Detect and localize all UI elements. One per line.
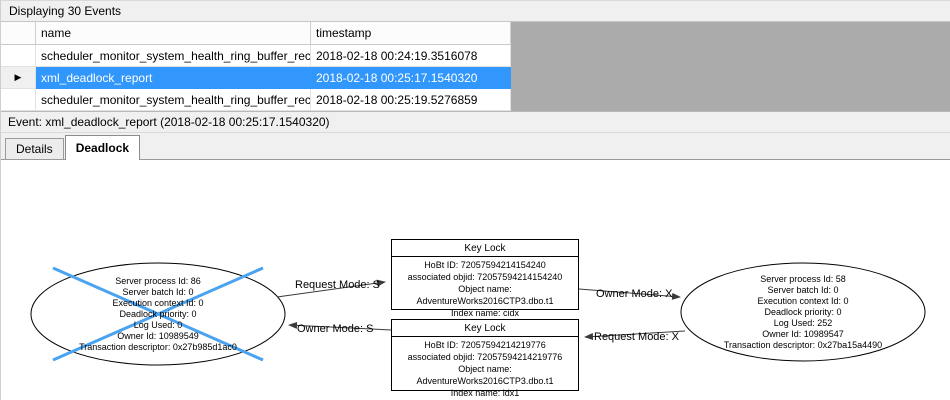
table-row[interactable]: scheduler_monitor_system_health_ring_buf…: [1, 89, 950, 111]
lock-detail-line: associated objid: 72057594214219776: [407, 352, 563, 362]
lock-detail-line: Index name: cidx: [450, 308, 520, 318]
grid-header-row: name timestamp: [1, 22, 950, 45]
process-detail-line: Owner Id: 10989547: [762, 329, 844, 339]
column-header-name[interactable]: name: [36, 22, 311, 45]
process-detail-line: Log Used: 252: [773, 318, 833, 328]
key-lock-details: HoBt ID: 72057594214154240 associated ob…: [392, 257, 578, 319]
victim-process-details: Server process Id: 86 Server batch Id: 0…: [41, 276, 275, 353]
row-selector-cell[interactable]: ▶: [1, 67, 36, 89]
process-detail-line: Execution context Id: 0: [757, 296, 849, 306]
event-detail-tabstrip: Details Deadlock: [1, 133, 950, 160]
edge-label-request-mode-s: Request Mode: S: [295, 279, 380, 291]
victim-cross-icon: [52, 266, 264, 362]
process-detail-line: Owner Id: 10989549: [117, 331, 199, 341]
edge-label-request-mode-x: Request Mode: X: [594, 331, 679, 343]
event-name-cell[interactable]: xml_deadlock_report: [36, 67, 311, 89]
row-selector-header: [1, 22, 36, 45]
table-row-selected[interactable]: ▶ xml_deadlock_report 2018-02-18 00:25:1…: [1, 67, 950, 89]
edge-label-owner-mode-s: Owner Mode: S: [297, 323, 374, 335]
key-lock-title: Key Lock: [392, 320, 578, 337]
event-name-cell[interactable]: scheduler_monitor_system_health_ring_buf…: [36, 45, 311, 67]
tab-deadlock[interactable]: Deadlock: [64, 135, 141, 160]
row-filler: [511, 45, 950, 67]
lock-detail-line: Index name: idx1: [450, 388, 520, 398]
event-timestamp-cell[interactable]: 2018-02-18 00:25:19.5276859: [311, 89, 511, 111]
deadlock-graph-canvas: [30, 262, 926, 366]
row-selector-cell[interactable]: [1, 45, 36, 67]
lock-detail-line: HoBt ID: 72057594214219776: [424, 340, 546, 350]
owner-process-node[interactable]: [680, 262, 926, 362]
selected-event-summary-bar: Event: xml_deadlock_report (2018-02-18 0…: [1, 111, 950, 133]
events-grid: name timestamp scheduler_monitor_system_…: [1, 22, 950, 111]
process-detail-line: Transaction descriptor: 0x27b985d1ac0: [79, 342, 237, 352]
key-lock-title: Key Lock: [392, 240, 578, 257]
tab-details[interactable]: Details: [5, 138, 64, 159]
edge-request-x-arrow: [584, 330, 686, 341]
process-detail-line: Server batch Id: 0: [767, 285, 839, 295]
edge-label-owner-mode-x: Owner Mode: X: [596, 288, 673, 300]
edge-owner-x-arrow: [578, 288, 681, 300]
edge-request-s-arrow: [276, 279, 386, 298]
row-filler: [511, 89, 950, 111]
process-detail-line: Server process Id: 58: [760, 274, 846, 284]
key-lock-details: HoBt ID: 72057594214219776 associated ob…: [392, 337, 578, 399]
edge-owner-s-arrow: [288, 321, 392, 331]
process-detail-line: Deadlock priority: 0: [119, 309, 197, 319]
selected-event-summary: Event: xml_deadlock_report (2018-02-18 0…: [8, 115, 330, 129]
lock-detail-line: Object name: AdventureWorks2016CTP3.dbo.…: [416, 284, 554, 306]
events-count-bar: Displaying 30 Events: [1, 0, 950, 22]
row-filler: [511, 67, 950, 89]
process-detail-line: Deadlock priority: 0: [764, 307, 842, 317]
key-lock-node[interactable]: Key Lock HoBt ID: 72057594214154240 asso…: [391, 239, 579, 318]
lock-detail-line: HoBt ID: 72057594214154240: [424, 260, 546, 270]
process-detail-line: Server process Id: 86: [115, 276, 201, 286]
events-count-label: Displaying 30 Events: [9, 4, 122, 18]
column-header-timestamp[interactable]: timestamp: [311, 22, 511, 45]
process-detail-line: Transaction descriptor: 0x27ba15a4490: [723, 340, 883, 350]
event-timestamp-cell[interactable]: 2018-02-18 00:24:19.3516078: [311, 45, 511, 67]
current-row-arrow-icon: ▶: [14, 72, 22, 82]
table-row[interactable]: scheduler_monitor_system_health_ring_buf…: [1, 45, 950, 67]
key-lock-node[interactable]: Key Lock HoBt ID: 72057594214219776 asso…: [391, 319, 579, 398]
event-timestamp-cell[interactable]: 2018-02-18 00:25:17.1540320: [311, 67, 511, 89]
grid-header-filler: [511, 22, 950, 45]
lock-detail-line: associated objid: 72057594214154240: [407, 272, 563, 282]
owner-process-details: Server process Id: 58 Server batch Id: 0…: [686, 274, 920, 351]
row-selector-cell[interactable]: [1, 89, 36, 111]
lock-detail-line: Object name: AdventureWorks2016CTP3.dbo.…: [416, 364, 554, 386]
event-name-cell[interactable]: scheduler_monitor_system_health_ring_buf…: [36, 89, 311, 111]
process-detail-line: Server batch Id: 0: [122, 287, 194, 297]
process-detail-line: Log Used: 0: [133, 320, 183, 330]
deadlock-graph-panel: Server process Id: 86 Server batch Id: 0…: [1, 159, 950, 400]
process-detail-line: Execution context Id: 0: [112, 298, 204, 308]
